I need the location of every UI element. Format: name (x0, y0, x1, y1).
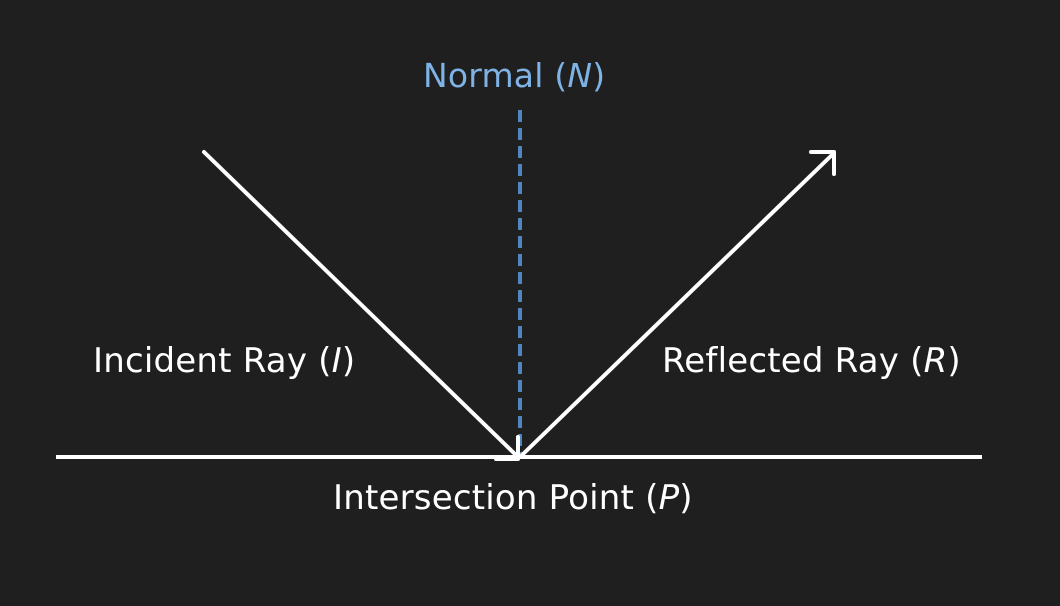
reflected-label-close: ) (947, 341, 961, 381)
reflected-label: Reflected Ray (R) (662, 341, 961, 381)
incident-symbol: I (331, 341, 342, 381)
incident-arrowhead (494, 435, 520, 461)
normal-symbol: N (567, 56, 593, 95)
reflected-ray (518, 151, 836, 459)
intersection-symbol: P (658, 478, 680, 518)
incident-label-text: Incident Ray ( (93, 341, 332, 381)
reflected-label-text: Reflected Ray ( (662, 341, 924, 381)
incident-ray (202, 150, 520, 459)
incident-label-close: ) (341, 341, 356, 381)
incident-label: Incident Ray (I) (93, 341, 355, 381)
reflected-symbol: R (923, 341, 948, 381)
normal-label-close: ) (592, 56, 606, 95)
reflected-arrowhead (809, 150, 836, 176)
normal-label: Normal (N) (423, 56, 605, 95)
intersection-label: Intersection Point (P) (333, 478, 693, 518)
normal-label-text: Normal ( (423, 56, 568, 95)
intersection-label-text: Intersection Point ( (333, 478, 659, 518)
intersection-label-close: ) (679, 478, 693, 518)
